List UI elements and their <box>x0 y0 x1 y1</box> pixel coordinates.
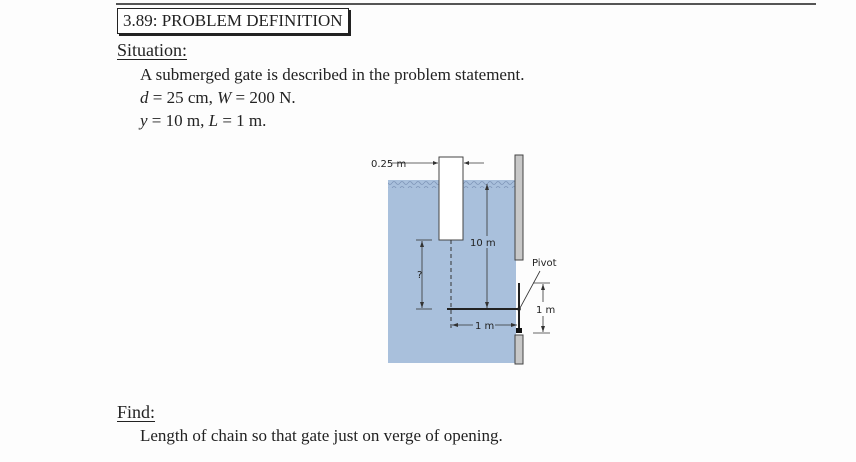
arm-length-label: 1 m <box>475 321 494 332</box>
value-y: = 10 m, <box>147 111 209 130</box>
unknown-length-label: ? <box>417 270 422 281</box>
var-l: L <box>208 111 219 130</box>
var-y: y <box>140 111 148 130</box>
situation-description: A submerged gate is described in the pro… <box>140 65 525 84</box>
wall-upper <box>514 154 524 261</box>
value-l: = 1 m. <box>218 111 267 130</box>
find-text: Length of chain so that gate just on ver… <box>140 426 503 445</box>
problem-title: 3.89: PROBLEM DEFINITION <box>117 8 349 34</box>
float-block <box>438 156 464 241</box>
gate-stop <box>516 328 522 333</box>
depth-label: 10 m <box>470 238 496 249</box>
situation-heading: Situation: <box>117 40 188 60</box>
width-label: 0.25 m <box>371 159 406 170</box>
given-values-line-2: y = 10 m, L = 1 m. <box>140 111 266 131</box>
pivot-point <box>517 307 521 311</box>
find-heading: Find: <box>117 402 156 422</box>
wall-lower <box>514 334 524 365</box>
gate-length-label: 1 m <box>536 305 555 316</box>
value-w: = 200 N. <box>231 88 296 107</box>
pivot-label: Pivot <box>532 258 557 269</box>
given-values-line-1: d = 25 cm, W = 200 N. <box>140 88 296 108</box>
top-rule <box>116 3 816 5</box>
var-w: W <box>217 88 232 107</box>
value-d: = 25 cm, <box>148 88 218 107</box>
var-d: d <box>140 88 149 107</box>
